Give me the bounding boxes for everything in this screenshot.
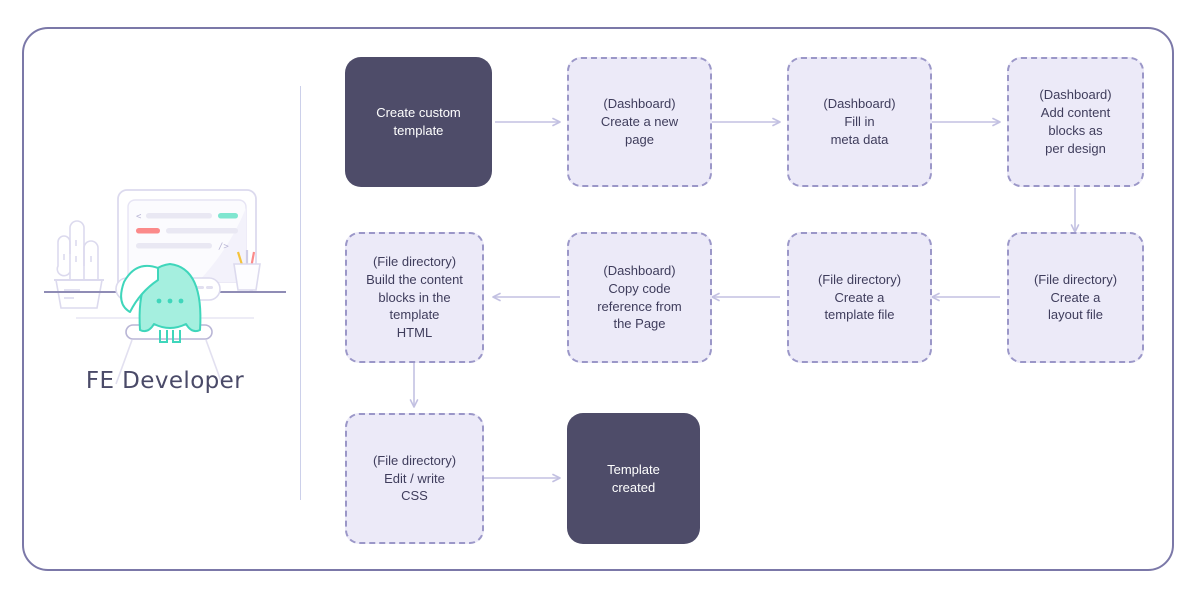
node-template-created[interactable]: Template created <box>567 413 700 544</box>
node-build-content-blocks[interactable]: (File directory) Build the content block… <box>345 232 484 363</box>
persona-illustration: < /> <box>40 170 290 410</box>
node-add-content-blocks[interactable]: (Dashboard) Add content blocks as per de… <box>1007 57 1144 187</box>
node-label: (Dashboard) Create a new page <box>600 96 679 147</box>
node-label: (File directory) Create a layout file <box>1033 271 1118 323</box>
node-create-custom-template[interactable]: Create custom template <box>345 57 492 187</box>
panel-divider <box>300 86 301 500</box>
persona-label: FE Developer <box>85 368 245 394</box>
node-label: (File directory) Create a template file <box>817 271 902 323</box>
node-label: (File directory) Edit / write CSS <box>372 452 457 504</box>
node-label: Template created <box>607 461 660 495</box>
node-copy-code-reference[interactable]: (Dashboard) Copy code reference from the… <box>567 232 712 363</box>
svg-text:<: < <box>136 212 142 222</box>
node-label: (Dashboard) Add content blocks as per de… <box>1039 87 1112 156</box>
pencil-cup-icon <box>233 250 261 291</box>
node-label: Create custom template <box>376 105 461 138</box>
node-label: (File directory) Build the content block… <box>366 253 463 341</box>
node-edit-write-css[interactable]: (File directory) Edit / write CSS <box>345 413 484 544</box>
node-fill-in-meta-data[interactable]: (Dashboard) Fill in meta data <box>787 57 932 187</box>
node-label: (Dashboard) Fill in meta data <box>823 96 896 147</box>
node-create-a-layout-file[interactable]: (File directory) Create a layout file <box>1007 232 1144 363</box>
cactus-icon <box>54 220 104 309</box>
svg-text:/>: /> <box>218 242 229 252</box>
node-create-a-new-page[interactable]: (Dashboard) Create a new page <box>567 57 712 187</box>
developer-character-icon <box>120 263 202 343</box>
node-label: (Dashboard) Copy code reference from the… <box>597 262 682 332</box>
developer-desk-illustration: < /> <box>44 189 286 385</box>
node-create-a-template-file[interactable]: (File directory) Create a template file <box>787 232 932 363</box>
